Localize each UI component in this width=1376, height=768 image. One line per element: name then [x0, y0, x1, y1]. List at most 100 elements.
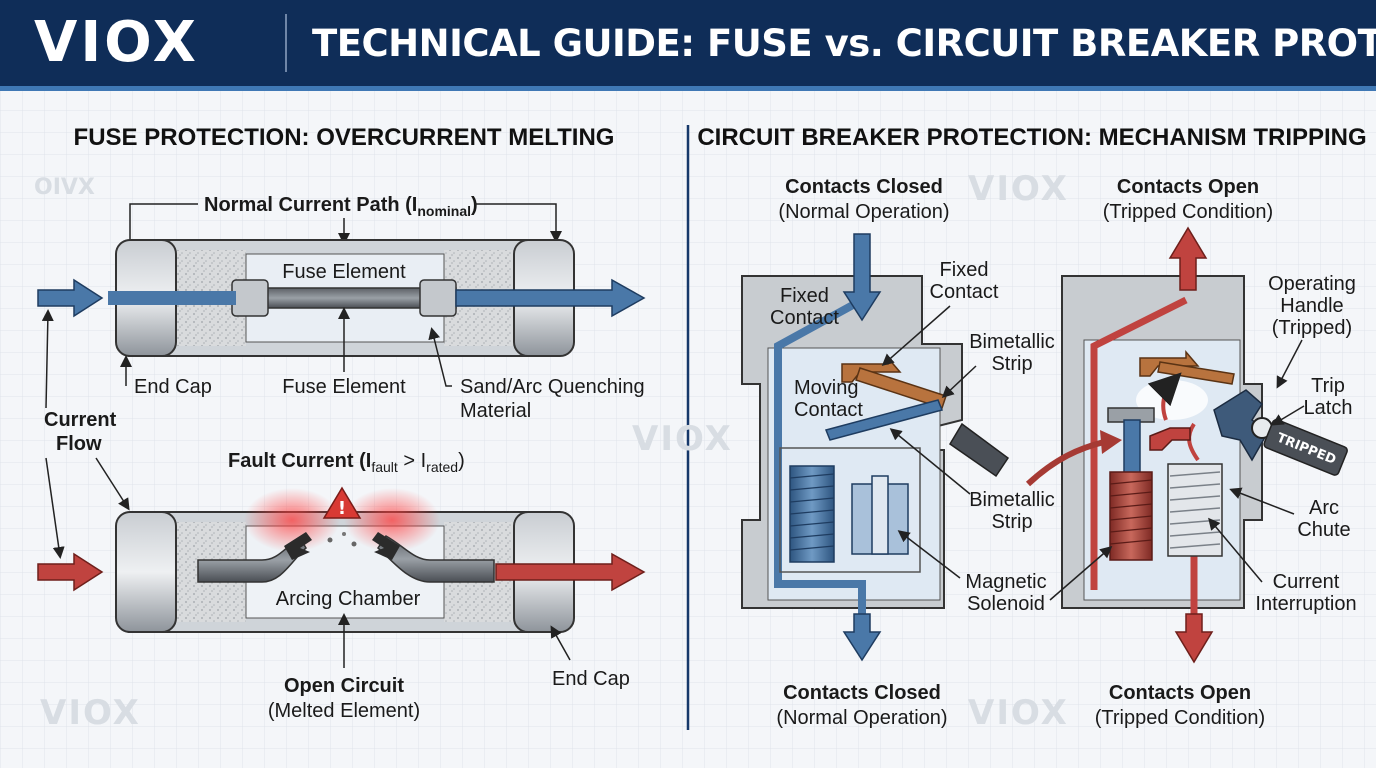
normal-current-label: Normal Current Path (Inominal) — [204, 194, 478, 219]
watermark-bottom-right: VIOX — [968, 693, 1069, 733]
open-current-path-up — [1090, 296, 1188, 590]
breaker-heading: CIRCUIT BREAKER PROTECTION: MECHANISM TR… — [697, 124, 1366, 151]
arc-chute-label-1: Arc — [1309, 497, 1339, 519]
open-bottom-label: Contacts Open — [1109, 682, 1251, 704]
normal-path-bracket — [129, 203, 556, 240]
red-input-arrow — [37, 552, 104, 592]
interruption-pointer — [1208, 517, 1263, 583]
fuse-element-bottom-label: Fuse Element — [282, 376, 406, 398]
melted-element-right — [377, 535, 495, 583]
current-flow-label-line1: Current — [44, 409, 117, 431]
warning-icon: ! — [322, 486, 362, 519]
magnetic-label-1: Magnetic — [965, 571, 1046, 593]
end-cap-left-label: End Cap — [134, 376, 212, 398]
warning-triangle — [322, 486, 362, 519]
current-flow-pointer-fuse — [95, 457, 130, 511]
closed-moving-contact — [824, 399, 944, 441]
open-top-label: Contacts Open — [1117, 176, 1259, 198]
operating-label-3: (Tripped) — [1272, 317, 1352, 339]
watermark-center: VIOX — [632, 419, 733, 459]
fuse-element-joint-left — [231, 279, 269, 317]
sand-label-line2: Material — [460, 400, 531, 422]
melted-element-label: (Melted Element) — [268, 700, 420, 722]
sand-pointer — [428, 327, 452, 387]
fuse-element-joint-right — [419, 279, 457, 317]
watermark-top-right: VIOX — [968, 169, 1069, 209]
closed-arrow-down-bottom — [842, 613, 882, 662]
open-bimetal-strip — [1157, 361, 1235, 385]
diagram-canvas: OIVX VIOX VIOX VIOX VIOX FUSE PROTECTION… — [0, 91, 1376, 768]
open-bottom-sub: (Tripped Condition) — [1095, 707, 1265, 729]
operating-label-1: Operating — [1268, 273, 1356, 295]
header-divider — [285, 14, 287, 72]
closed-arrow-down-top — [842, 233, 882, 322]
trip-latch-label-1: Trip — [1311, 375, 1345, 397]
current-flow-pointer-down — [45, 457, 65, 559]
open-moving-contact — [1149, 427, 1191, 451]
current-flow-label-line2: Flow — [56, 433, 102, 455]
trip-latch-label-2: Latch — [1304, 397, 1353, 419]
current-flow-pointer-up — [41, 309, 54, 409]
sand-label-line1: Sand/Arc Quenching — [460, 376, 645, 398]
fixed-contact-label-1: Fixed — [940, 259, 989, 281]
blue-input-arrow — [37, 278, 104, 318]
open-arc-arrow-2 — [1187, 422, 1200, 462]
bimetallic-bottom-pointer — [889, 428, 971, 495]
closed-handle — [948, 422, 1010, 478]
brand-logo: VIOX — [34, 10, 199, 75]
closed-bottom-sub: (Normal Operation) — [776, 707, 947, 729]
fuse-element-top-label: Fuse Element — [282, 261, 406, 283]
header-bar: VIOX TECHNICAL GUIDE: FUSE vs. CIRCUIT B… — [0, 0, 1376, 91]
solenoid-open-pointer — [1049, 546, 1113, 601]
melted-tip-right — [372, 532, 400, 560]
warning-symbol: ! — [338, 498, 346, 519]
end-cap-right-pointer — [550, 625, 571, 661]
page-title: TECHNICAL GUIDE: FUSE vs. CIRCUIT BREAKE… — [312, 22, 1376, 65]
open-circuit-label: Open Circuit — [284, 675, 404, 697]
fault-current-label: Fault Current (Ifault > Irated) — [228, 450, 465, 475]
fault-glow-right — [344, 488, 440, 552]
closed-solenoid-plunger — [871, 475, 889, 555]
bimetallic-bottom-label-2: Strip — [991, 511, 1032, 533]
trip-latch-pointer — [1271, 405, 1305, 426]
interruption-label-2: Interruption — [1255, 593, 1356, 615]
breaker-closed — [741, 233, 1010, 662]
red-output-arrow — [495, 552, 646, 592]
open-handle-bar — [1263, 418, 1348, 476]
operating-label-2: Handle — [1280, 295, 1343, 317]
bimetallic-bottom-label-1: Bimetallic — [969, 489, 1055, 511]
debris-2 — [342, 532, 346, 536]
fixed-contact-label-2: Contact — [930, 281, 999, 303]
open-arc-arrow-1 — [1147, 372, 1182, 421]
magnetic-label-2: Solenoid — [967, 593, 1045, 615]
closed-frame-box — [779, 447, 921, 573]
bimetallic-top-label-2: Strip — [991, 353, 1032, 375]
closed-coil — [789, 465, 835, 563]
open-arrow-up — [1168, 226, 1208, 291]
fuse-heading: FUSE PROTECTION: OVERCURRENT MELTING — [74, 124, 615, 151]
closed-coil-windings — [789, 473, 835, 551]
open-arrow-down — [1174, 613, 1214, 664]
bimetallic-top-label-1: Bimetallic — [969, 331, 1055, 353]
moving-contact-label-2: Contact — [794, 399, 863, 421]
fixed-contact-inner-label-1: Fixed — [780, 285, 829, 307]
open-incoming-arc-head — [1100, 430, 1122, 454]
watermark-bottom-left: VIOX — [40, 693, 141, 733]
closed-top-label: Contacts Closed — [785, 176, 943, 198]
fault-glow-left — [244, 488, 340, 552]
watermark-small: OIVX — [34, 175, 95, 200]
fixed-contact-pointer — [881, 305, 951, 366]
closed-bottom-label: Contacts Closed — [783, 682, 941, 704]
blue-current-arrow-right — [455, 278, 646, 318]
closed-top-sub: (Normal Operation) — [778, 201, 949, 223]
open-top-sub: (Tripped Condition) — [1103, 201, 1273, 223]
melted-element-left — [197, 536, 307, 583]
arc-chute-pointer — [1229, 487, 1295, 515]
debris-3 — [351, 541, 357, 547]
magnetic-pointer — [897, 530, 961, 579]
melted-tip-left — [284, 532, 312, 560]
interruption-label-1: Current — [1273, 571, 1340, 593]
arc-chute-label-2: Chute — [1297, 519, 1350, 541]
end-cap-right-label: End Cap — [552, 668, 630, 690]
